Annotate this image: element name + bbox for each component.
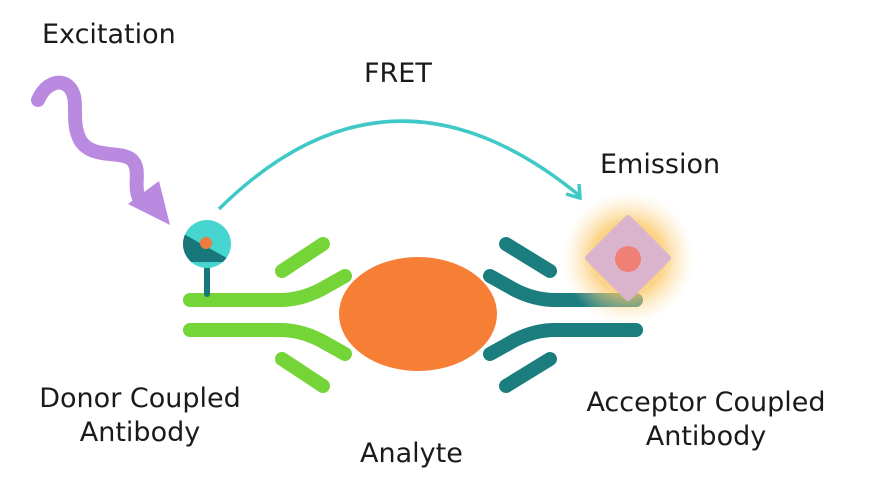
donor-label-line2: Antibody: [79, 417, 201, 448]
donor-antibody: [183, 237, 352, 393]
acceptor-label-line1: Acceptor Coupled: [586, 387, 826, 418]
excitation-arrow-icon: [31, 75, 170, 225]
donor-label: Donor Coupled Antibody: [25, 382, 255, 450]
acceptor-label: Acceptor Coupled Antibody: [566, 386, 846, 454]
acceptor-fluorophore-icon: [562, 192, 694, 324]
emission-label: Emission: [600, 149, 721, 180]
analyte-ellipse: [339, 257, 497, 371]
acceptor-antibody: [483, 237, 643, 393]
donor-label-line1: Donor Coupled: [39, 383, 241, 414]
donor-fluorophore-icon: [183, 220, 231, 297]
excitation-label: Excitation: [42, 19, 176, 50]
fret-label: FRET: [364, 58, 432, 89]
analyte-label: Analyte: [360, 438, 463, 469]
acceptor-label-line2: Antibody: [645, 421, 767, 452]
fret-arrow-icon: [217, 119, 582, 211]
